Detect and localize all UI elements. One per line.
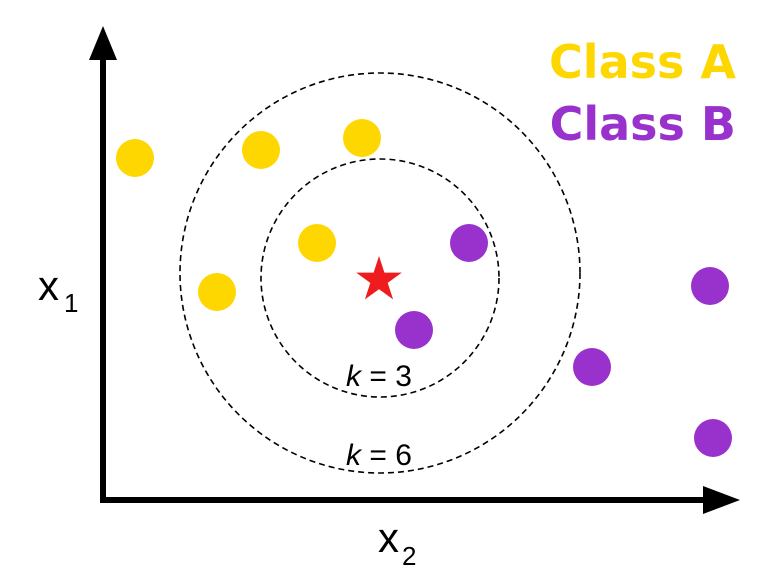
- k6-label: k = 6: [346, 439, 412, 472]
- class-b-point: [691, 267, 729, 305]
- class-a-point: [116, 139, 154, 177]
- class-b-point: [395, 311, 433, 349]
- ring-k6: [179, 72, 581, 474]
- legend-class-a: Class A: [549, 35, 736, 89]
- class-a-point: [198, 273, 236, 311]
- x-axis-label-sub: 2: [402, 541, 416, 571]
- x-axis-label-main: x: [378, 514, 399, 561]
- class-b-point: [573, 348, 611, 386]
- k3-label: k = 3: [346, 360, 412, 393]
- y-axis-label: x 1: [38, 262, 78, 318]
- y-axis-arrow-icon: [89, 26, 117, 60]
- star-icon: [356, 256, 402, 300]
- y-axis-label-sub: 1: [64, 288, 78, 318]
- x-axis-arrow-icon: [703, 486, 740, 514]
- y-axis-label-main: x: [38, 262, 59, 309]
- legend-class-b: Class B: [550, 97, 736, 151]
- class-a-point: [242, 131, 280, 169]
- class-b-points: [395, 224, 732, 457]
- class-a-points: [116, 119, 381, 311]
- class-b-point: [450, 224, 488, 262]
- x-axis-label: x 2: [378, 514, 416, 571]
- class-b-point: [694, 419, 732, 457]
- class-a-point: [298, 224, 336, 262]
- ring-k3: [260, 158, 500, 398]
- class-a-point: [343, 119, 381, 157]
